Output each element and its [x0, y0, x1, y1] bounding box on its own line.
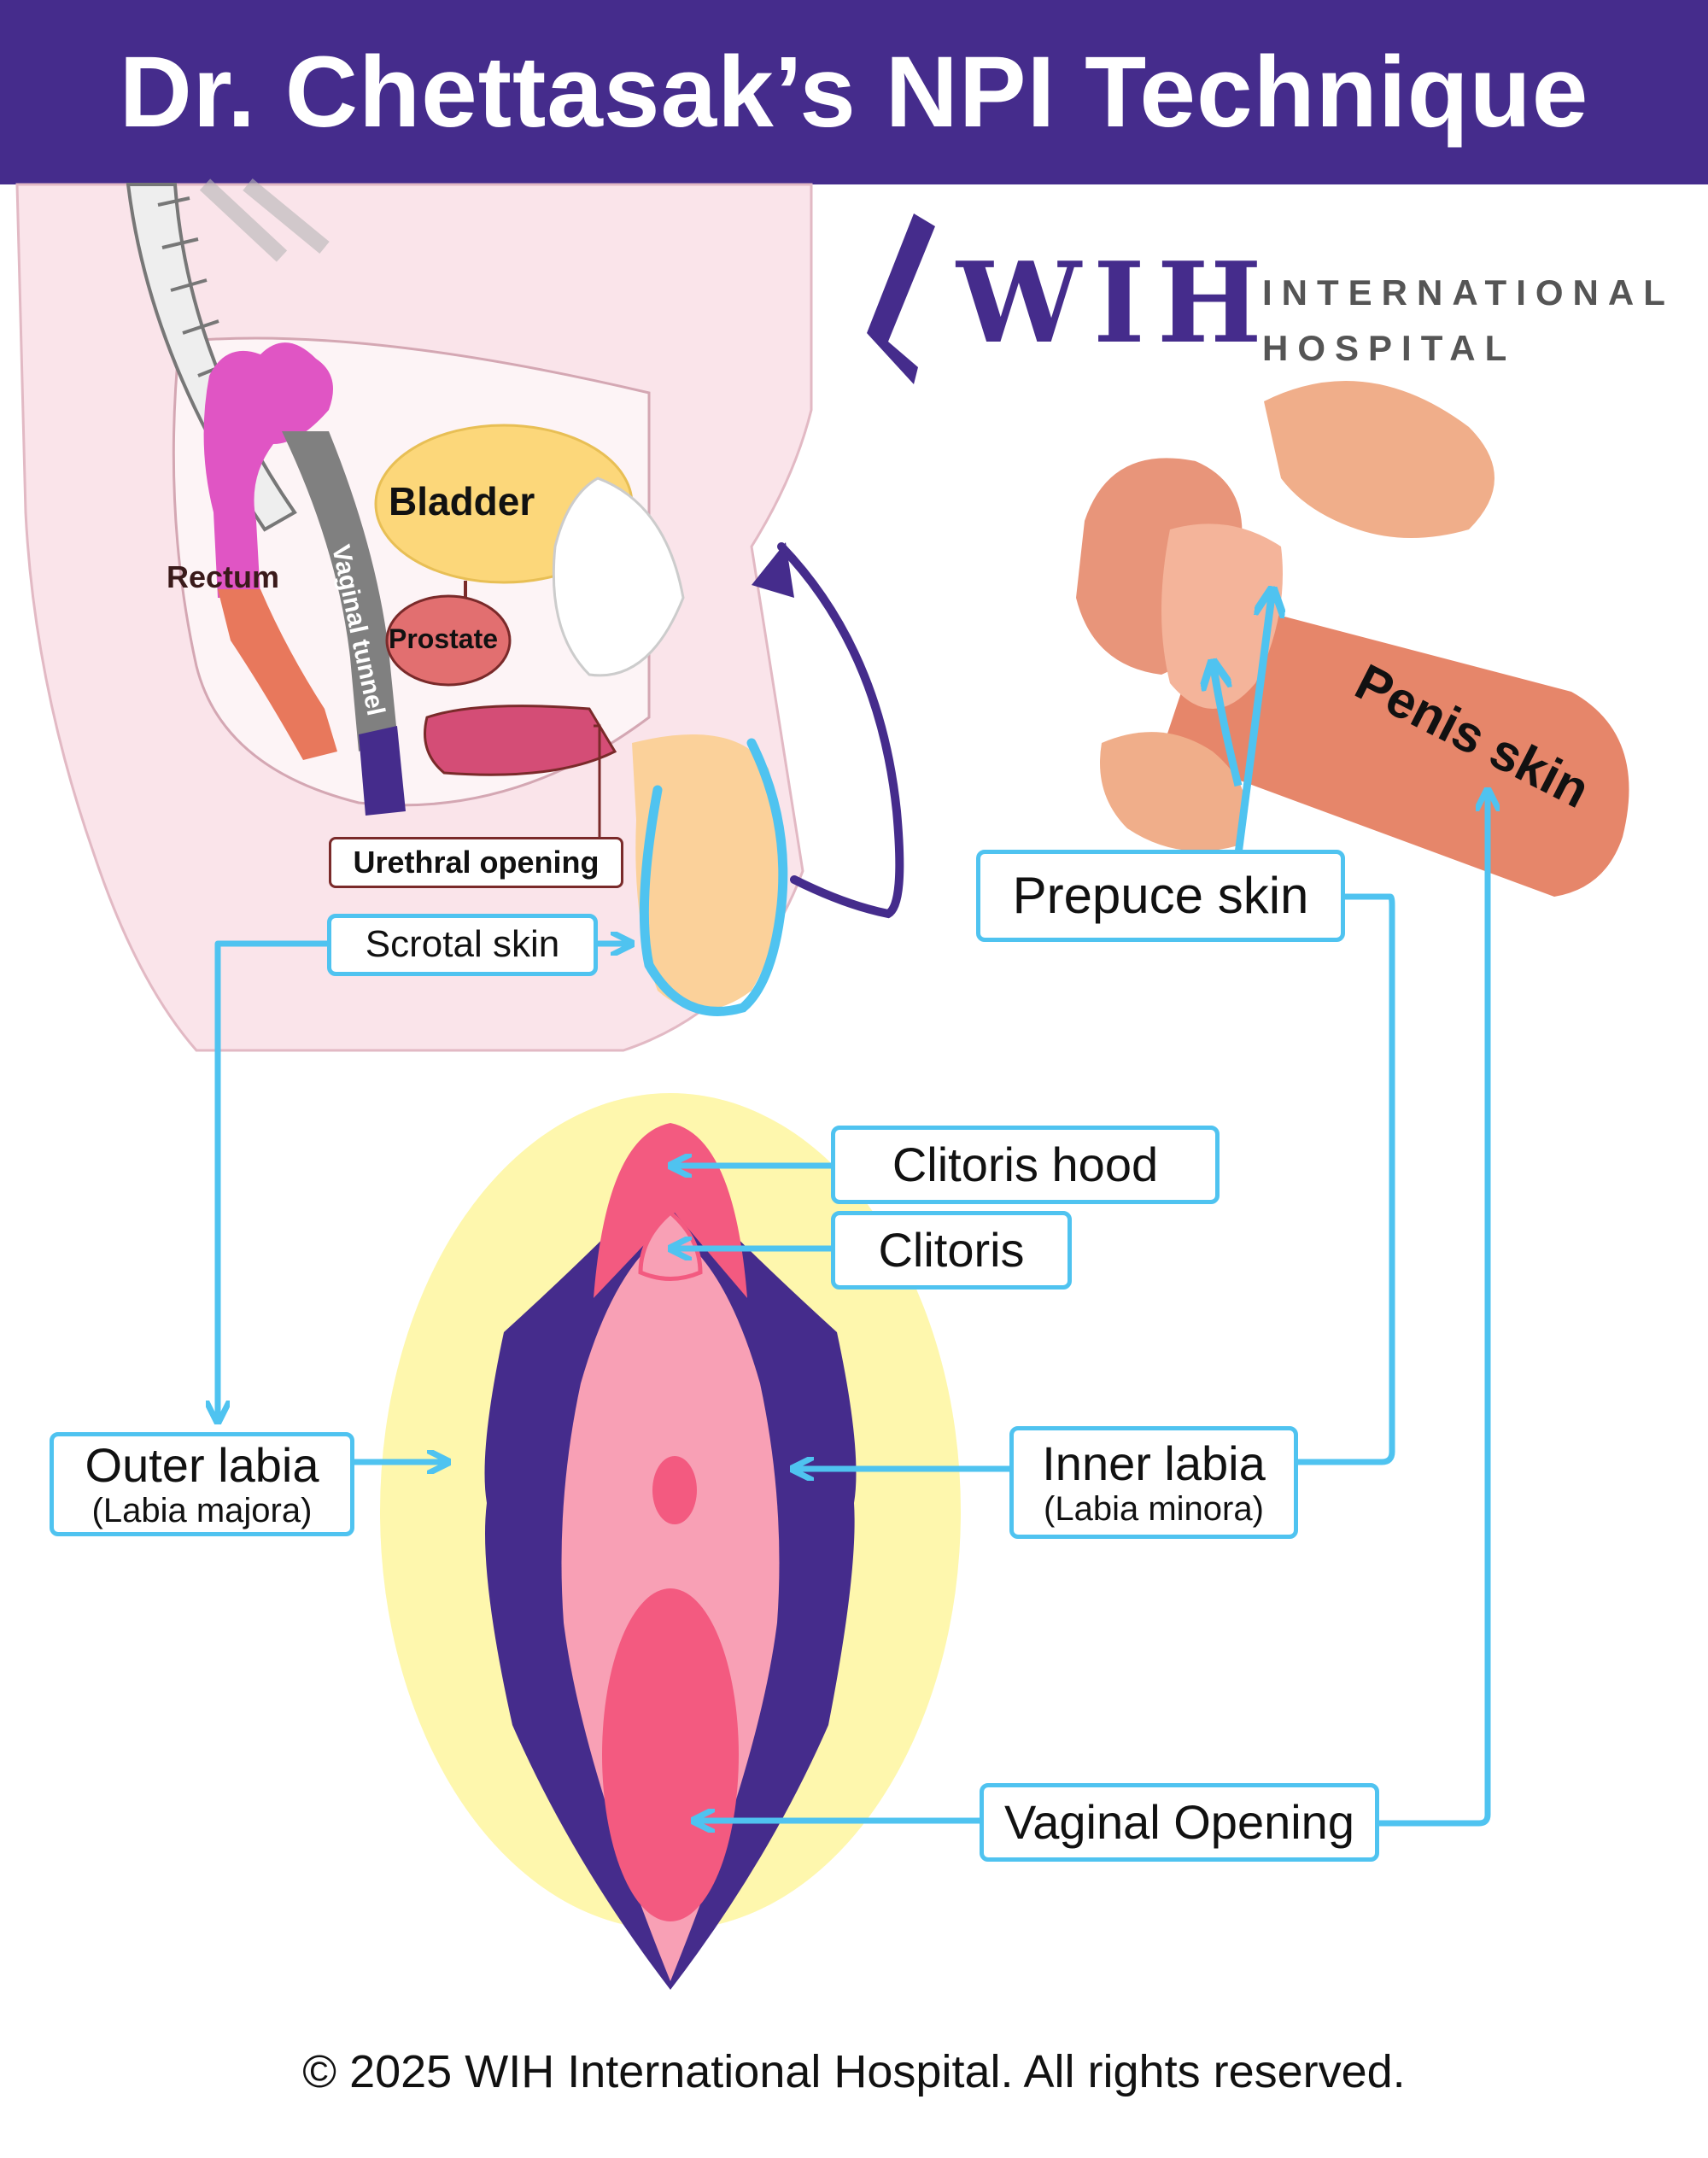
- logo-line-2: HOSPITAL: [1262, 328, 1517, 369]
- inner-labia-label: Inner labia: [1042, 1436, 1266, 1491]
- prepuce-skin-box: Prepuce skin: [976, 850, 1345, 942]
- copyright-footer: © 2025 WIH International Hospital. All r…: [302, 2046, 1406, 2097]
- connectors: [218, 790, 1488, 1823]
- penis-shaft: [1161, 598, 1629, 897]
- outer-labia-label: Outer labia: [85, 1438, 319, 1493]
- scrotum: [632, 734, 782, 1010]
- hand-bottom: [1100, 732, 1247, 851]
- prostate: [385, 594, 512, 687]
- logo-subtitle: INTERNATIONAL HOSPITAL: [1262, 265, 1675, 376]
- clitoris-box: Clitoris: [831, 1211, 1072, 1290]
- inner-labia-box: Inner labia (Labia minora): [1009, 1426, 1298, 1539]
- vaginal-opening: [602, 1588, 739, 1921]
- clitoris-hood-label: Clitoris hood: [892, 1137, 1159, 1192]
- vaginal-tunnel-end: [359, 726, 406, 816]
- rectum: [218, 589, 337, 760]
- pubic-bone: [552, 477, 685, 677]
- penis-illustration: [1076, 381, 1629, 897]
- penis-outline: [777, 542, 904, 919]
- scrotal-to-outer-connector: [218, 940, 327, 1422]
- urethral-opening-leader: [594, 724, 601, 841]
- hand-top: [1264, 381, 1494, 538]
- foreskin: [1161, 523, 1283, 709]
- vaginal-opening-label: Vaginal Opening: [1004, 1795, 1354, 1850]
- scrotal-skin-outline: [639, 738, 788, 1016]
- clitoris-label: Clitoris: [878, 1223, 1025, 1278]
- spine: [126, 178, 330, 532]
- clitoris-hood-box: Clitoris hood: [831, 1126, 1220, 1204]
- penis-to-vaginal-connector: [1377, 790, 1488, 1827]
- page-title: Dr. Chettasak’s NPI Technique: [119, 36, 1589, 149]
- sigmoid-colon: [203, 342, 333, 598]
- bladder-label: Bladder: [389, 479, 535, 523]
- logo-line-1: INTERNATIONAL: [1262, 272, 1675, 313]
- outer-labia-sublabel: (Labia majora): [91, 1491, 313, 1529]
- outer-labia-box: Outer labia (Labia majora): [50, 1432, 354, 1536]
- rectum-label: Rectum: [167, 559, 280, 594]
- logo-wordmark: WIH: [956, 237, 1274, 368]
- title-bar: Dr. Chettasak’s NPI Technique: [0, 0, 1708, 184]
- prepuce-to-inner-connector: [1298, 893, 1395, 1465]
- pelvic-cross-section: [15, 178, 904, 1052]
- vaginal-tunnel: [282, 431, 397, 751]
- prepuce-skin-label: Prepuce skin: [1012, 867, 1309, 924]
- inner-labia-sublabel: (Labia minora): [1044, 1489, 1264, 1528]
- vaginal-opening-box: Vaginal Opening: [980, 1783, 1379, 1862]
- scrotal-skin-box: Scrotal skin: [327, 914, 598, 976]
- urethral-opening-label: Urethral opening: [329, 837, 623, 888]
- scrotal-skin-label: Scrotal skin: [365, 923, 560, 966]
- urethra-bulb: [424, 705, 617, 776]
- wih-logo-mark: [867, 213, 935, 384]
- urethral-meatus: [652, 1456, 697, 1524]
- vulva-illustration: [380, 1093, 961, 1990]
- prostate-label: Prostate: [389, 623, 499, 654]
